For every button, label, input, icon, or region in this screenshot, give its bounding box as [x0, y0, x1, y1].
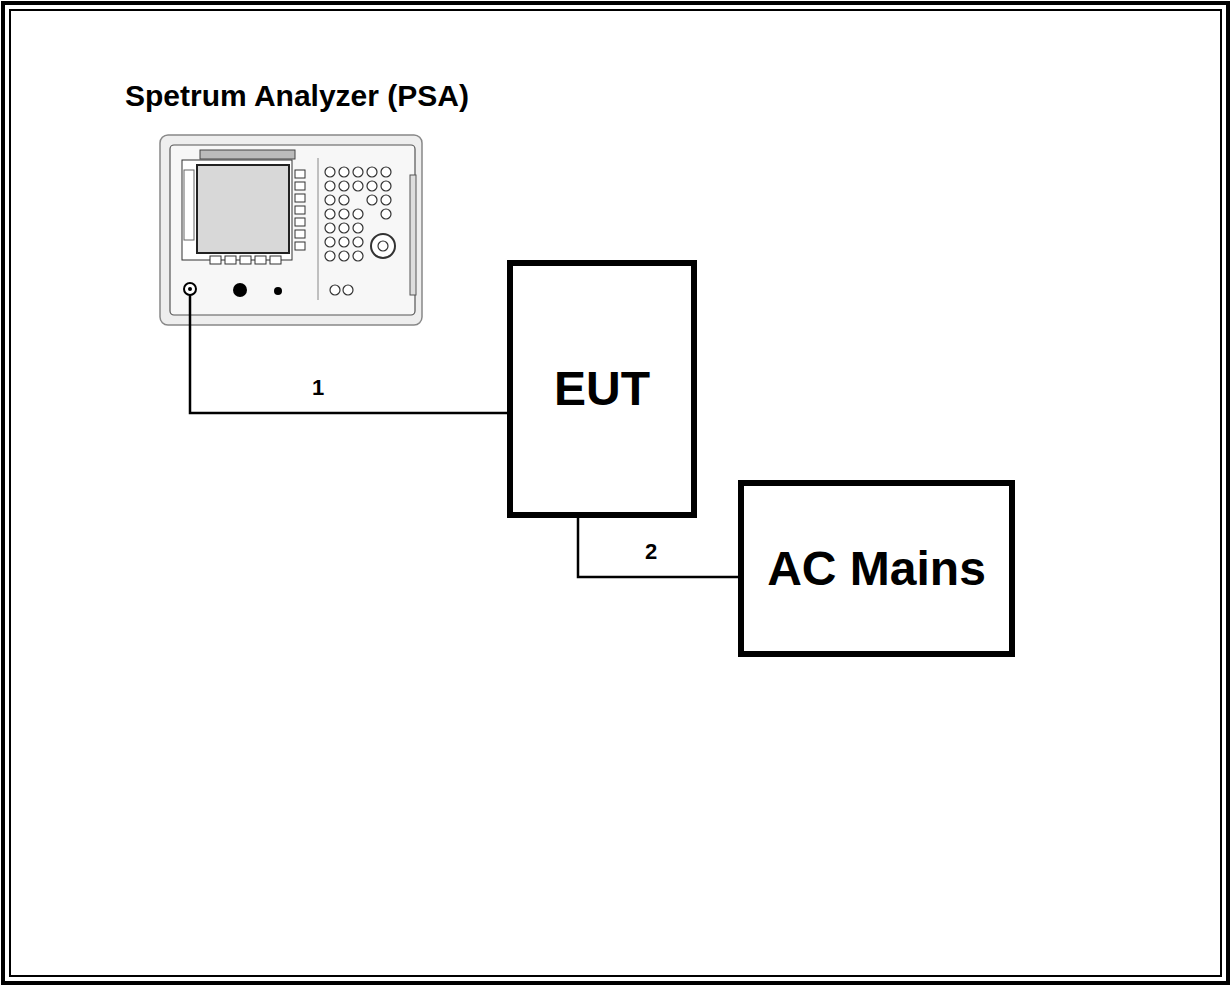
cable-line — [578, 518, 738, 577]
box-label: EUT — [554, 361, 650, 417]
mains-box: AC Mains — [738, 480, 1015, 657]
callout-number: 1 — [310, 376, 326, 400]
rf-input-port — [184, 283, 196, 295]
callout-number: 2 — [643, 540, 659, 564]
cable-line — [190, 326, 507, 413]
box-label: AC Mains — [767, 541, 986, 597]
instrument-drawing — [160, 135, 422, 326]
eut-box: EUT — [507, 260, 697, 518]
instrument-heading: Spetrum Analyzer (PSA) — [125, 78, 585, 114]
outer-border — [3, 3, 1228, 983]
inner-border — [10, 10, 1221, 976]
